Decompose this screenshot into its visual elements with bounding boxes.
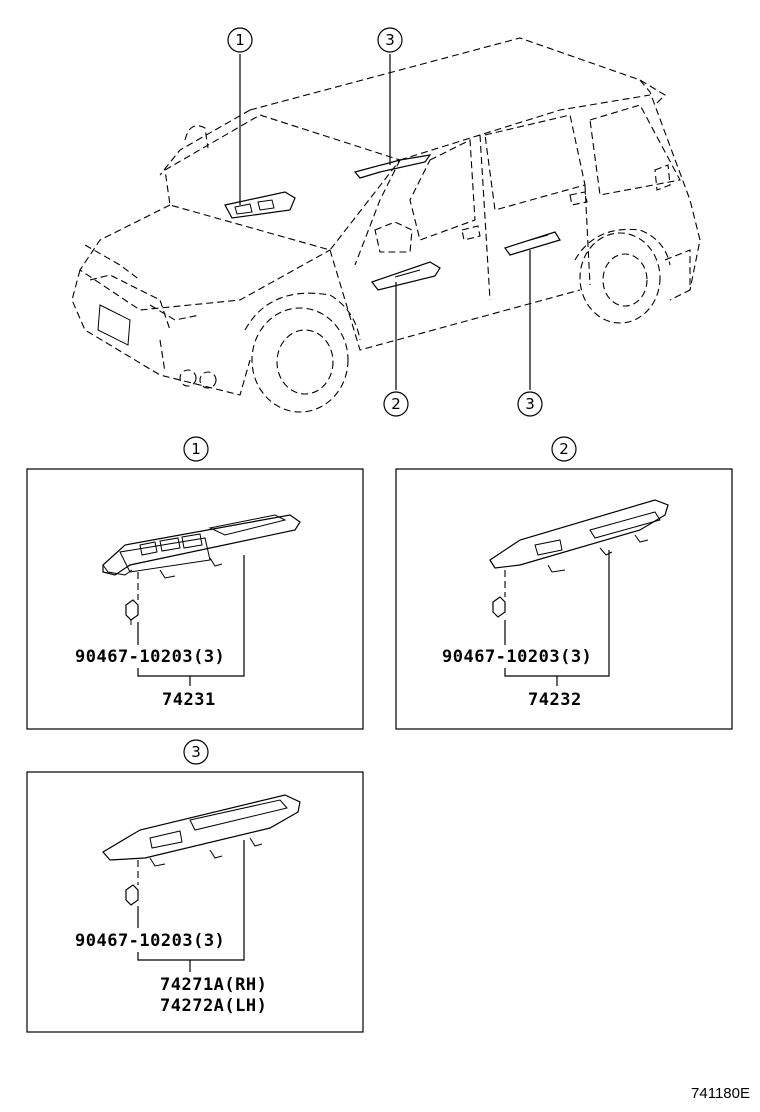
panel-3-clip [125,884,139,906]
panel-2-clip [492,596,506,618]
panel-3-part-number-lh: 74272A(LH) [160,996,267,1016]
panel-2-switch-base [489,499,669,573]
panel-2-part-number: 74232 [528,690,582,710]
diagram-code: 741180E [691,1085,750,1102]
vehicle-illustration [71,37,701,413]
svg-text:2: 2 [559,440,569,458]
svg-text:3: 3 [191,743,201,761]
callout-3-top: 3 [377,27,403,53]
panel-2-label: 2 [551,436,577,462]
panel-1-part-number: 74231 [162,690,216,710]
panel-3-clip-part-number: 90467-10203(3) [75,931,225,951]
panel-2-clip-part-number: 90467-10203(3) [442,647,592,667]
callout-1-top: 1 [227,27,253,53]
panel-1-clip [125,599,139,625]
svg-text:1: 1 [235,31,245,49]
callout-2-bottom: 2 [383,391,409,417]
panel-1-switch-base [102,514,301,579]
svg-text:2: 2 [391,395,401,413]
panel-1-frame [26,468,364,730]
svg-text:1: 1 [191,440,201,458]
leader-line [137,840,245,961]
panel-3-label: 3 [183,739,209,765]
svg-text:3: 3 [525,395,535,413]
panel-3-part-number-rh: 74271A(RH) [160,975,267,995]
panel-1-label: 1 [183,436,209,462]
panel-3-switch-base [102,794,301,867]
callout-3-bottom: 3 [517,391,543,417]
panel-2-frame [395,468,733,730]
svg-text:3: 3 [385,31,395,49]
leader-line [137,555,245,677]
panel-1-clip-part-number: 90467-10203(3) [75,647,225,667]
panel-3-frame [26,771,364,1033]
